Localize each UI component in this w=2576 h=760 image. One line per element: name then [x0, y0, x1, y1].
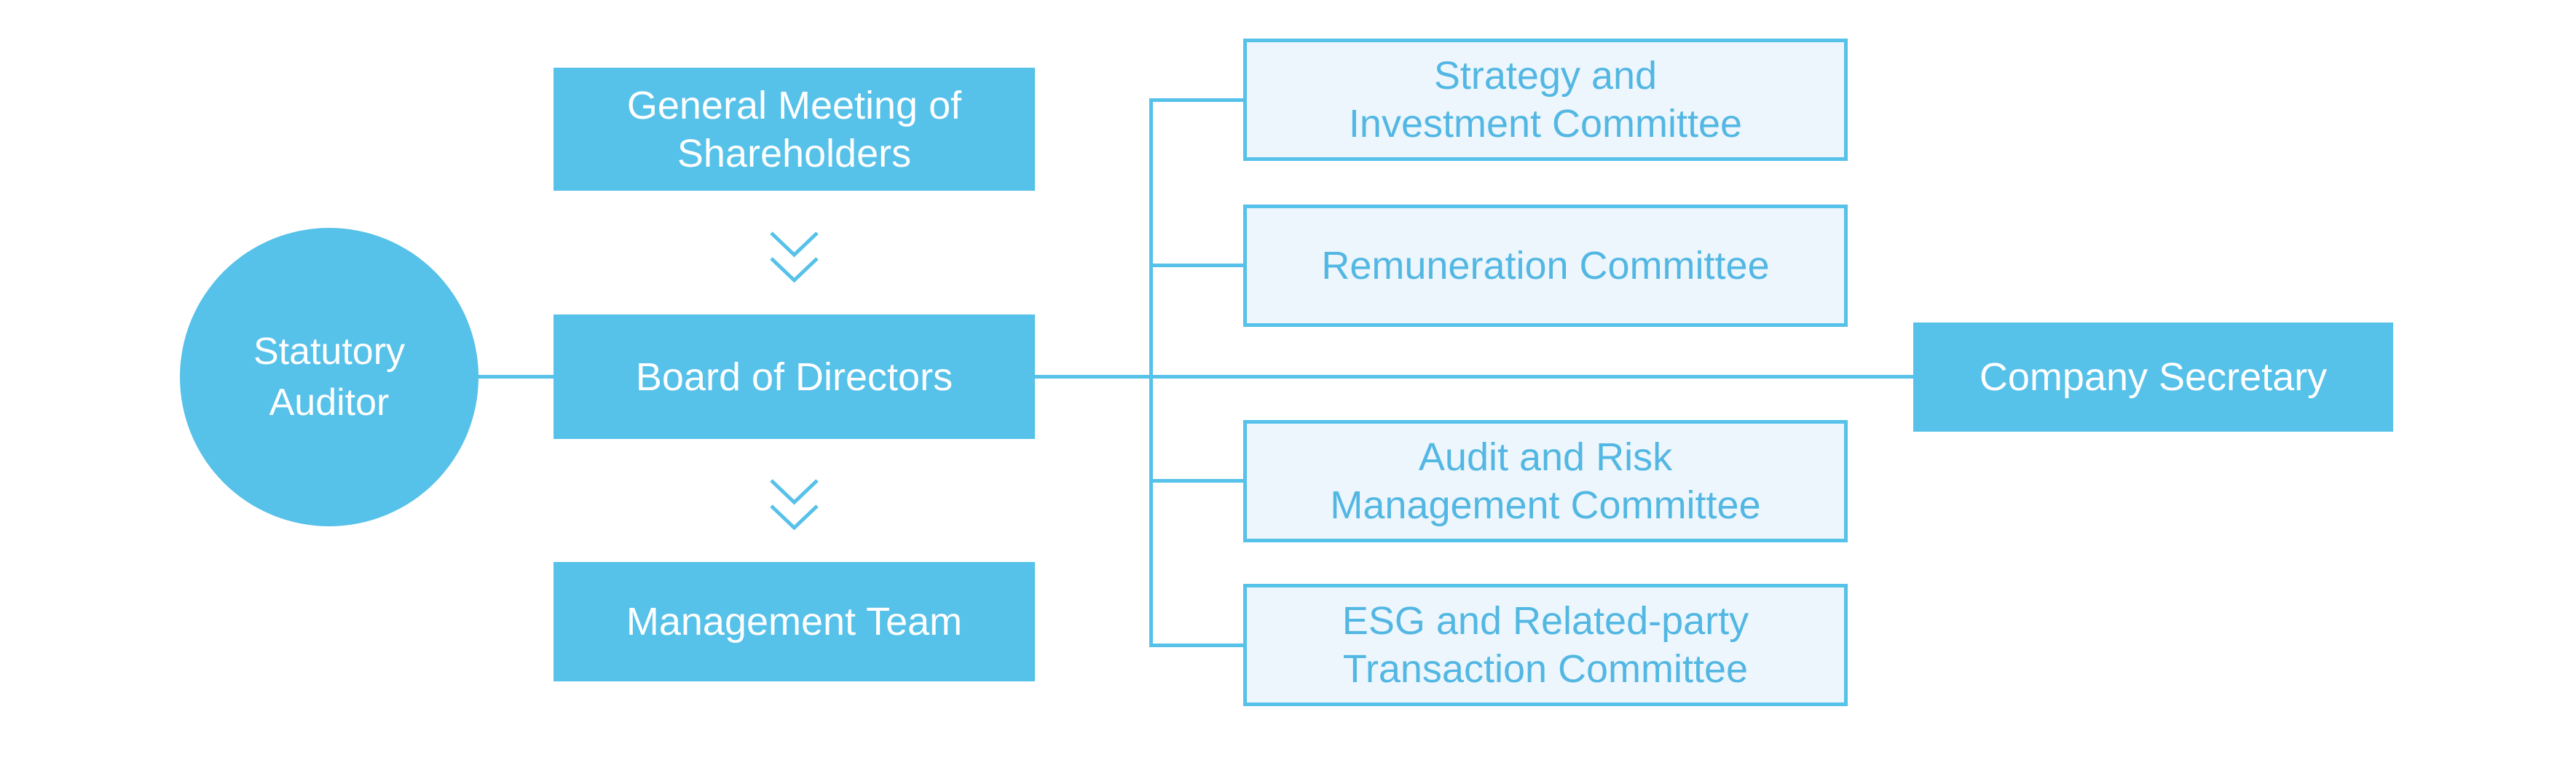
node-label-line: Management Team	[626, 600, 963, 644]
node-strategy-investment-committee: Strategy and Investment Committee	[1243, 39, 1848, 161]
node-statutory-auditor: Statutory Auditor	[180, 228, 478, 526]
node-label-line: Auditor	[269, 381, 390, 424]
node-general-meeting-of-shareholders: General Meeting of Shareholders	[554, 68, 1035, 191]
double-chevron-down-icon	[770, 231, 819, 282]
node-label-line: Strategy and	[1433, 54, 1658, 98]
node-remuneration-committee: Remuneration Committee	[1243, 205, 1848, 327]
node-audit-risk-management-committee: Audit and Risk Management Committee	[1243, 420, 1848, 542]
node-label-line: Company Secretary	[1979, 355, 2328, 399]
connector-stub-remuneration	[1151, 264, 1243, 267]
node-label-line: Investment Committee	[1348, 102, 1743, 146]
connector-stub-audit	[1151, 479, 1243, 483]
node-management-team: Management Team	[554, 562, 1035, 681]
connector-stub-esg	[1151, 644, 1243, 647]
node-board-of-directors: Board of Directors	[554, 314, 1035, 439]
node-label-line: Transaction Committee	[1342, 647, 1749, 691]
node-label-line: Board of Directors	[635, 355, 953, 399]
node-label-line: Management Committee	[1330, 483, 1761, 527]
node-label-line: Remuneration Committee	[1321, 244, 1770, 288]
node-label-line: General Meeting of	[626, 83, 962, 127]
connector-board-secretary	[1035, 375, 1913, 379]
node-label-line: Shareholders	[677, 131, 912, 175]
node-company-secretary: Company Secretary	[1913, 322, 2393, 432]
connector-auditor-board	[466, 375, 555, 379]
double-chevron-down-icon	[770, 479, 819, 530]
node-label-line: ESG and Related-party	[1342, 599, 1749, 643]
node-label-line: Audit and Risk	[1418, 435, 1673, 479]
connector-committee-branch	[1149, 98, 1153, 647]
connector-stub-strategy	[1151, 98, 1243, 102]
node-esg-related-party-transaction-committee: ESG and Related-party Transaction Commit…	[1243, 584, 1848, 706]
node-label-line: Statutory	[253, 330, 406, 373]
